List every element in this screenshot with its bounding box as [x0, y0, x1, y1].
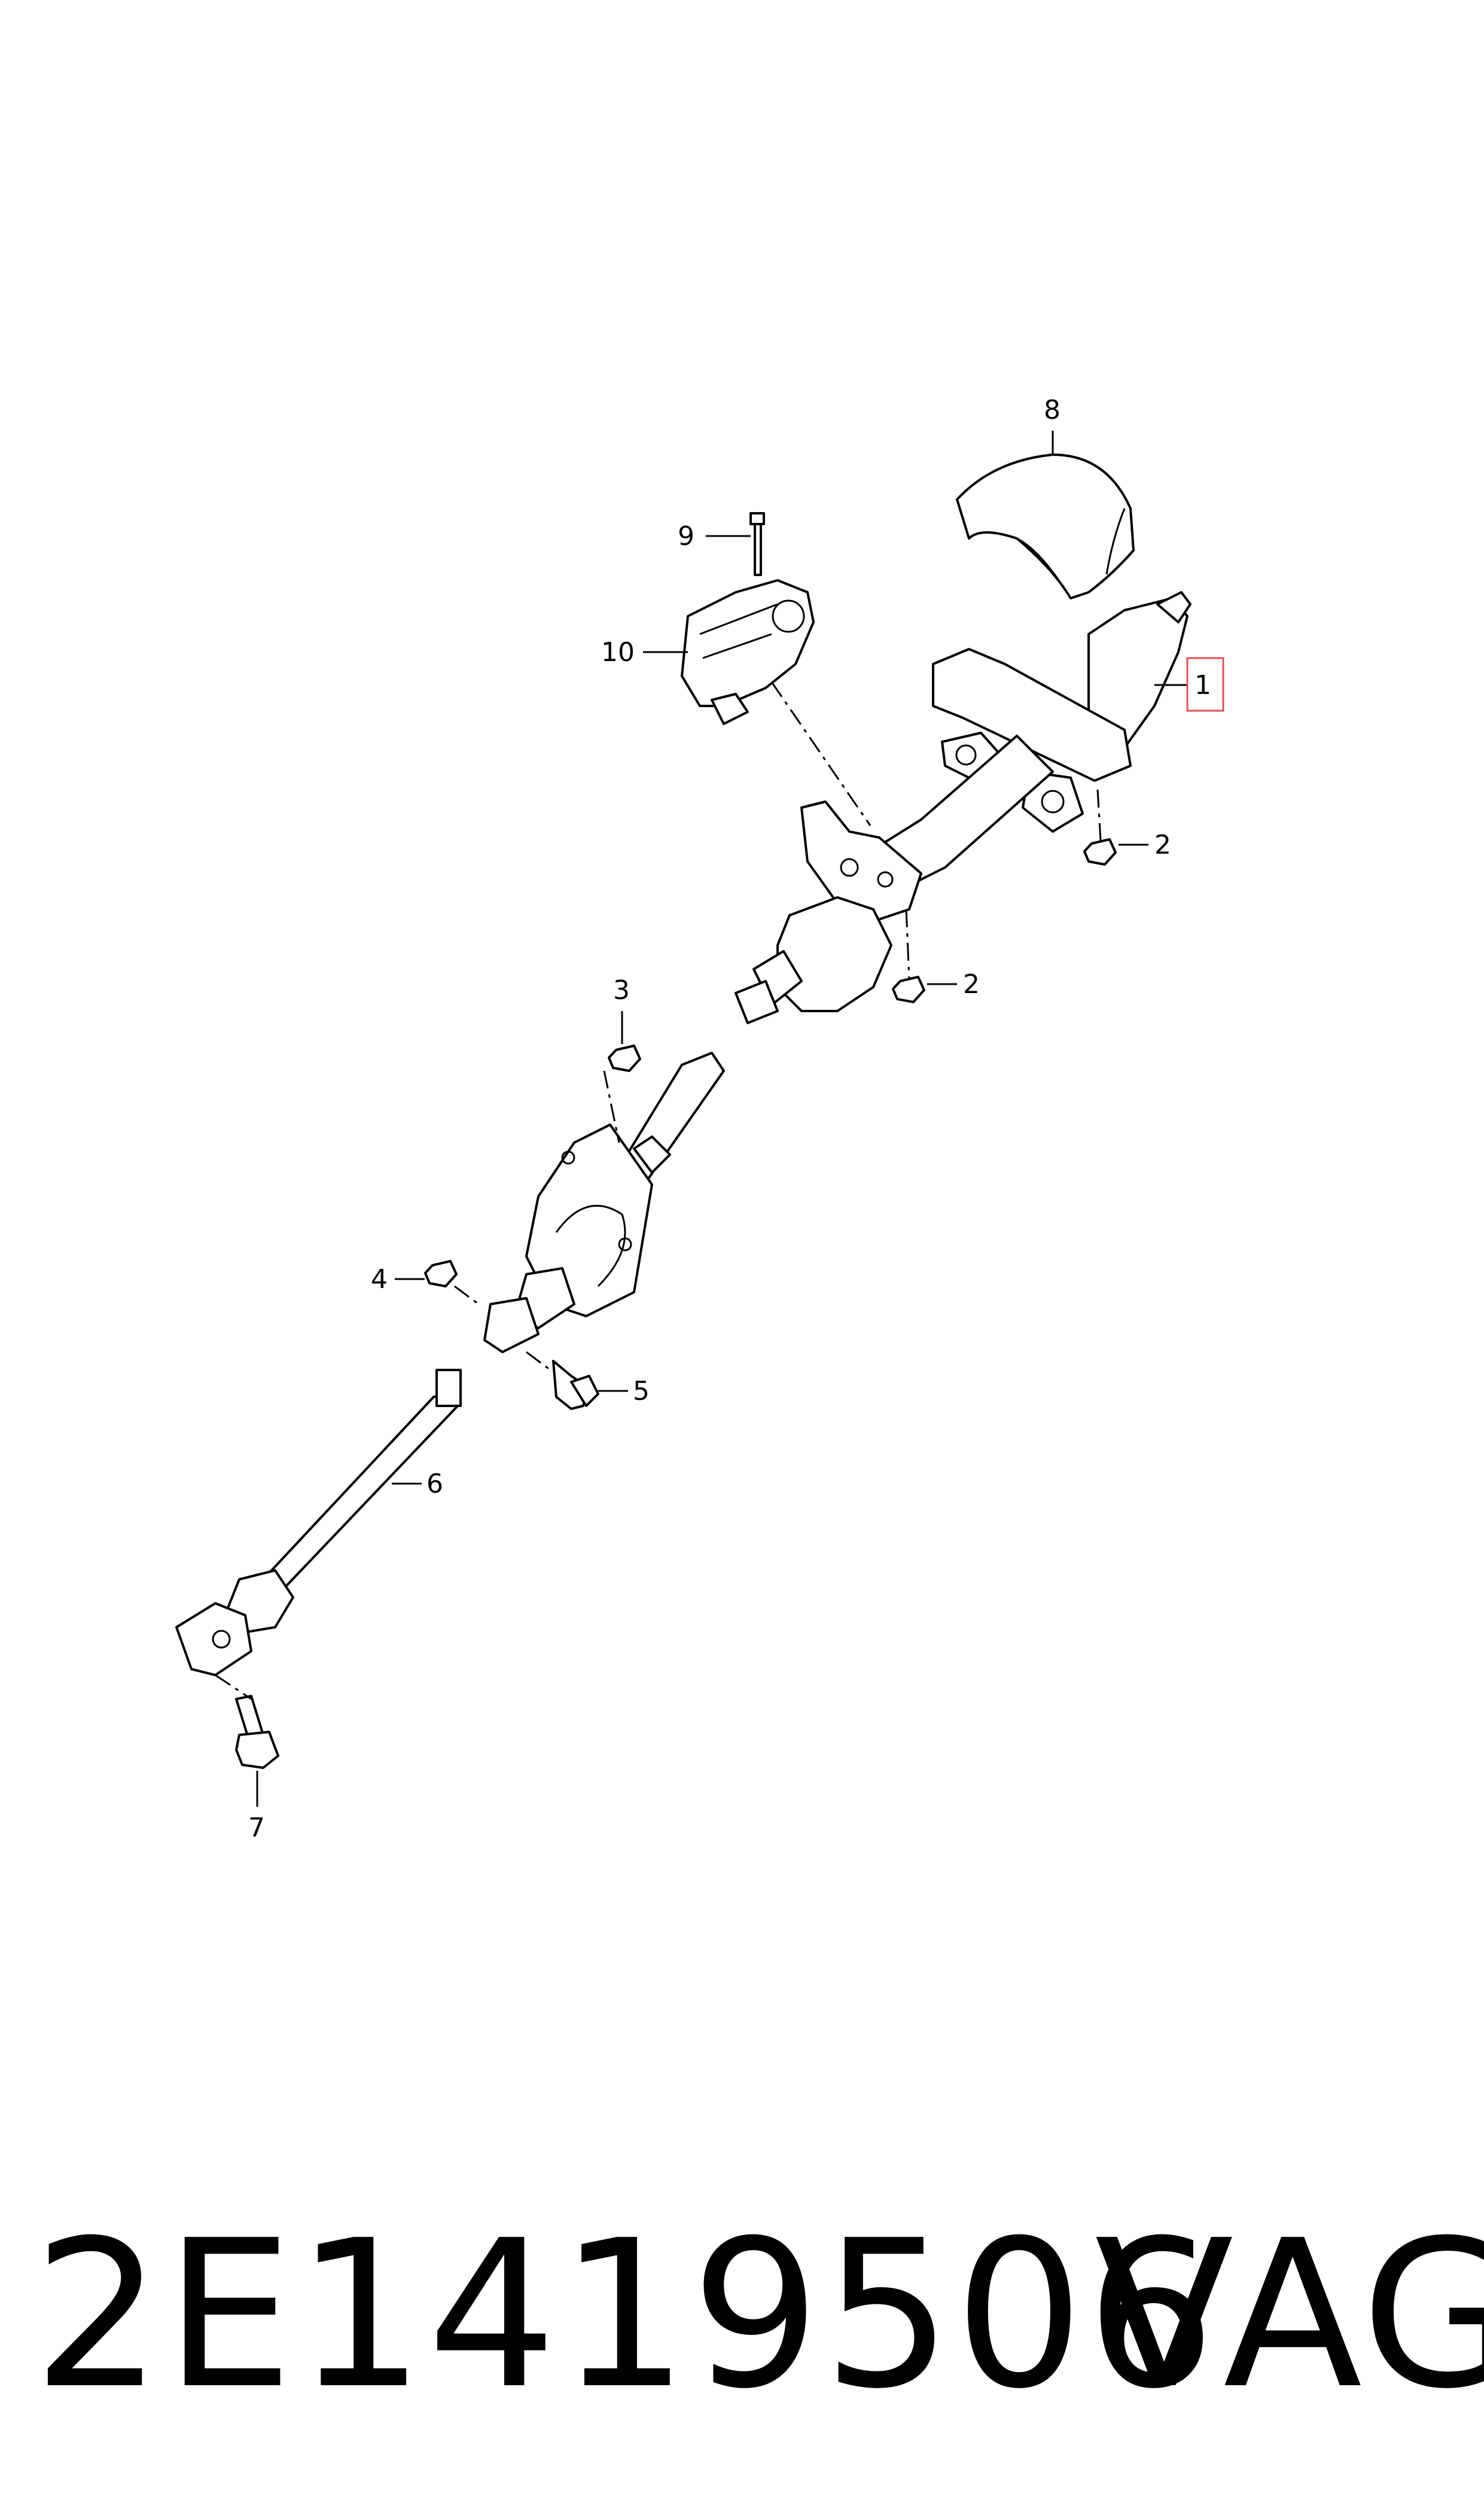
- assembly-line-2-lower: [905, 909, 910, 979]
- part-1-steering-column: [735, 591, 1192, 1024]
- part-2-nut-upper: [1083, 838, 1117, 866]
- assembly-line-3: [603, 1070, 620, 1143]
- part-8-shroud-cover: [956, 453, 1135, 599]
- part-4-nut: [424, 1260, 458, 1287]
- callout-1[interactable]: 1: [1194, 670, 1211, 701]
- assembly-line-2-upper: [1096, 789, 1102, 841]
- callout-5[interactable]: 5: [633, 1376, 650, 1406]
- part-7-bolt: [235, 1695, 279, 1769]
- part-2-nut-lower: [892, 976, 925, 1003]
- callout-8[interactable]: 8: [1044, 395, 1061, 425]
- part-5-bolt: [552, 1360, 599, 1410]
- part-number: 2E1419506: [33, 2197, 1218, 2434]
- callout-2-upper[interactable]: 2: [1154, 830, 1171, 860]
- part-10-switch-housing: [681, 579, 815, 725]
- assembly-line-4: [454, 1285, 479, 1305]
- lower-shaft-flange: [483, 1052, 725, 1353]
- callout-10[interactable]: 10: [601, 637, 635, 668]
- assembly-line-5: [526, 1351, 551, 1371]
- callout-2-lower[interactable]: 2: [963, 969, 980, 1000]
- callout-9[interactable]: 9: [678, 521, 694, 552]
- assembly-line-10: [770, 681, 871, 826]
- callout-7[interactable]: 7: [248, 1813, 265, 1843]
- part-9-pin: [749, 512, 765, 576]
- steering-column-diagram: 1 2 2 3 4 5 6 7 8 9 10: [175, 395, 1224, 1843]
- callout-4[interactable]: 4: [371, 1264, 388, 1295]
- part-6-intermediate-shaft: [175, 1369, 462, 1676]
- part-3-nut: [608, 1045, 641, 1072]
- brand-name: VAG: [1095, 2197, 1484, 2434]
- callout-3[interactable]: 3: [613, 975, 630, 1006]
- footer: 2E1419506 VAG: [0, 2178, 1484, 2453]
- callout-6[interactable]: 6: [426, 1469, 443, 1499]
- assembly-line-7: [215, 1674, 252, 1700]
- callout-1-highlight-box: [1186, 657, 1224, 712]
